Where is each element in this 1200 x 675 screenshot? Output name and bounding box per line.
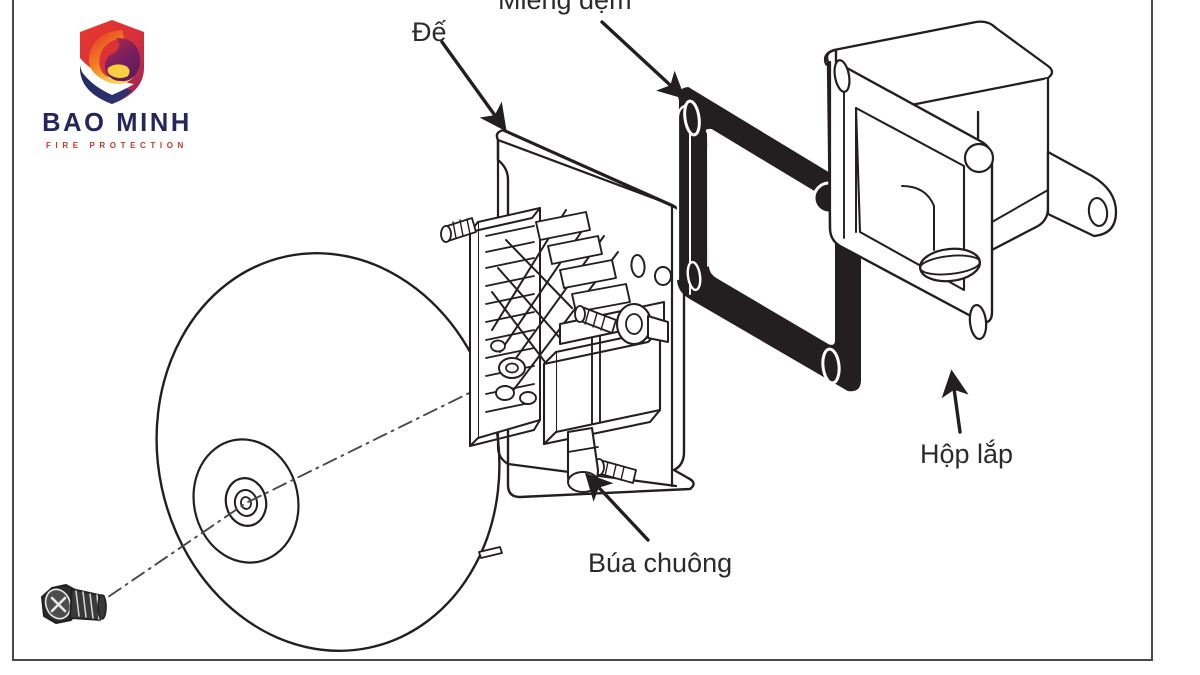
mounting-box bbox=[823, 20, 1118, 341]
shield-swirl-logo-icon bbox=[79, 20, 144, 104]
label-mieng-dem: Miếng đệm bbox=[498, 0, 632, 15]
bell-mechanism bbox=[469, 207, 631, 447]
brand-logo: BAO MINH FIRE PROTECTION bbox=[22, 18, 212, 158]
label-de: Đế bbox=[412, 17, 447, 47]
logo-wordmark: BAO MINH bbox=[42, 109, 192, 137]
gasket-frame bbox=[676, 87, 861, 392]
terminal-block bbox=[542, 328, 662, 446]
bell-gong-disc bbox=[155, 252, 503, 652]
logo-tagline: FIRE PROTECTION bbox=[46, 141, 188, 150]
assembly-centerline bbox=[85, 367, 521, 613]
leader-bua bbox=[584, 472, 650, 542]
leader-hop bbox=[941, 369, 969, 434]
mounting-screw bbox=[41, 584, 107, 624]
leader-lines bbox=[440, 20, 969, 542]
label-hop-lap: Hộp lắp bbox=[920, 439, 1014, 469]
label-bua-chuong: Búa chuông bbox=[588, 548, 733, 578]
leader-mieng-dem bbox=[600, 20, 686, 100]
leader-de bbox=[440, 40, 507, 132]
bell-base-assembly bbox=[440, 128, 695, 499]
